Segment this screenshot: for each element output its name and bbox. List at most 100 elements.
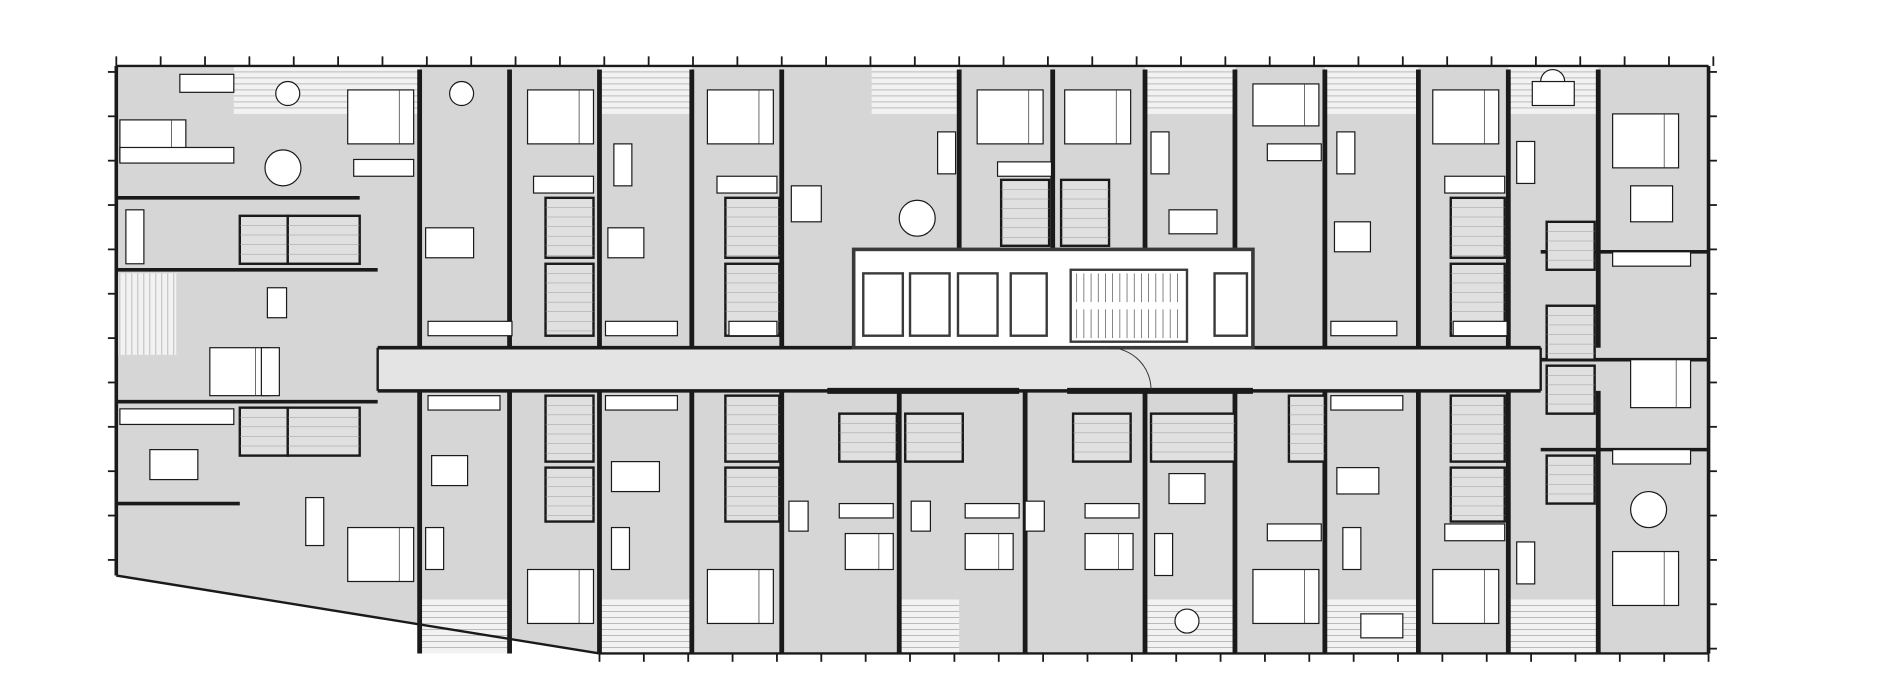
sofa [1516,541,1536,585]
bed [526,89,595,145]
bathroom [1449,394,1506,463]
corridor [377,347,1541,391]
wardrobe [1266,143,1322,162]
kitchen-counter [119,408,235,426]
kitchen-counter [728,320,778,337]
bed [209,347,271,397]
wardrobe [353,158,415,177]
bathroom [1071,412,1132,463]
round-table [1174,608,1200,634]
wardrobe [716,175,778,194]
bed [706,89,774,145]
sofa [1150,131,1170,175]
wardrobe [1444,523,1506,542]
bed [526,568,595,625]
dining-table [1531,80,1575,107]
sofa [1154,532,1174,577]
wardrobe [964,502,1020,519]
sofa [937,131,957,175]
bathroom [1545,454,1596,505]
bathroom [544,262,595,337]
bed [347,526,415,583]
bathroom [544,394,595,463]
round-table [1630,490,1668,529]
bathroom [904,412,964,463]
shaft [1213,272,1249,337]
bed [1064,89,1132,145]
bathroom [1059,178,1111,247]
dining-table [610,461,661,493]
bathroom [1545,304,1596,361]
dining-table [790,185,822,223]
bed [1432,89,1500,145]
bathroom [1287,394,1327,463]
bathroom [1449,466,1506,523]
wardrobe [838,502,894,519]
kitchen-counter [1330,320,1398,337]
bathroom [724,394,781,463]
round-table [275,80,301,107]
bed [1252,83,1320,127]
dining-table [1360,613,1404,639]
wardrobe [996,161,1053,177]
bathroom [1545,364,1596,415]
bathroom [286,214,361,265]
wardrobe [1084,502,1140,519]
sofa [610,526,631,571]
dining-table [149,449,199,481]
sofa [1342,526,1362,571]
bed [1612,113,1680,169]
sofa [1516,140,1536,185]
round-table [898,199,936,237]
bed [1630,359,1692,409]
elevator-shaft [862,272,905,337]
bathroom [238,214,289,265]
dining-table [1024,500,1045,532]
sofa [260,347,280,397]
bathroom [544,466,595,523]
dining-table [425,227,475,259]
bathroom [238,406,289,457]
dining-table [1336,466,1380,495]
wardrobe [1266,523,1322,542]
bed [1612,550,1680,607]
bathroom [1149,412,1237,463]
dining-table [266,287,288,319]
wardrobe [179,73,235,93]
dining-table [1168,472,1206,505]
round-table [264,149,302,187]
bathroom [1545,220,1596,271]
round-table [449,80,475,107]
kitchen-counter [604,395,679,411]
dining-table [431,455,469,487]
bed [964,532,1014,571]
stairwell [1069,268,1189,343]
kitchen-counter [604,320,679,337]
bed [1432,568,1500,625]
elevator-shaft [908,272,951,337]
bed [1084,532,1134,571]
bathroom [286,406,361,457]
bed [347,89,415,145]
elevator-shaft [956,272,999,337]
sofa [613,143,633,187]
exterior-wall-slanted [116,574,600,655]
dining-table [788,500,809,532]
kitchen-counter [1612,449,1692,465]
balcony [116,273,177,355]
wardrobe [532,175,595,194]
kitchen-counter [1330,395,1404,411]
balcony [1508,599,1599,654]
bathroom [544,196,595,259]
kitchen-counter [1452,320,1508,337]
door-swing [1109,347,1152,390]
kitchen-counter [427,320,513,337]
balcony [899,599,960,654]
bathroom [1449,196,1506,259]
dining-table [607,227,645,259]
dining-table [1333,221,1372,253]
sofa [305,496,325,547]
balcony [599,599,692,654]
bathroom [724,466,781,523]
bathroom [838,412,899,463]
